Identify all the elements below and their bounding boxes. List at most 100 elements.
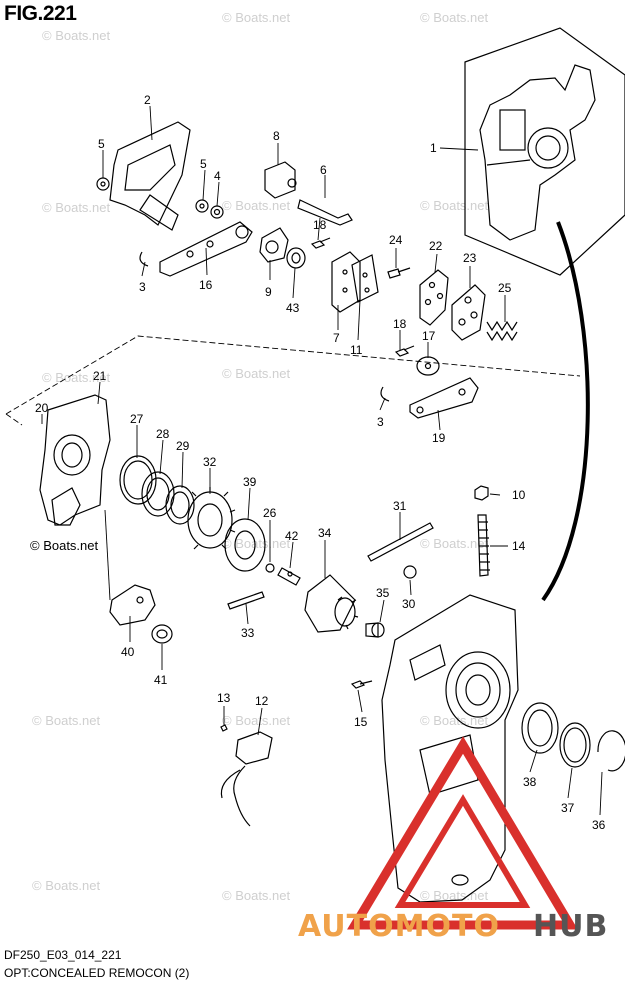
watermark: © Boats.net xyxy=(222,536,291,551)
watermark: © Boats.net xyxy=(222,713,291,728)
callout-25: 25 xyxy=(498,281,512,295)
part-22-23 xyxy=(419,269,486,341)
callout-39: 39 xyxy=(243,475,257,489)
callout-29: 29 xyxy=(176,439,190,453)
watermark: © Boats.net xyxy=(420,536,489,551)
part-7-11 xyxy=(331,251,379,313)
callouts xyxy=(41,105,603,816)
callout-3: 3 xyxy=(139,280,146,294)
figure-code: DF250_E03_014_221 xyxy=(4,948,122,962)
callout-20: 20 xyxy=(35,401,49,415)
callout-2: 2 xyxy=(144,93,151,107)
callout-40: 40 xyxy=(121,645,135,659)
watermark: © Boats.net xyxy=(420,10,489,25)
callout-38: 38 xyxy=(523,775,537,789)
part-33-pin xyxy=(227,591,265,610)
callout-4: 4 xyxy=(214,169,221,183)
callout-42: 42 xyxy=(285,529,299,543)
watermark-dark: © Boats.net xyxy=(30,538,99,553)
callout-labels: 1 2 3 3 4 5 5 6 7 8 9 10 11 12 13 14 15 … xyxy=(35,93,606,832)
part-21-bracket xyxy=(39,394,111,526)
callout-34: 34 xyxy=(318,526,332,540)
watermark: © Boats.net xyxy=(222,366,291,381)
callout-6: 6 xyxy=(320,163,327,177)
watermark: © Boats.net xyxy=(42,200,111,215)
part-30-ball xyxy=(403,565,417,579)
figure-description: OPT:CONCEALED REMOCON (2) xyxy=(4,966,190,980)
watermark: © Boats.net xyxy=(420,713,489,728)
brand-logo xyxy=(347,736,578,930)
watermark: © Boats.net xyxy=(32,713,101,728)
part-10-14 xyxy=(474,485,490,577)
callout-11: 11 xyxy=(350,343,363,357)
part-25-spring xyxy=(486,320,518,342)
part-40-41 xyxy=(109,584,173,644)
callout-21: 21 xyxy=(93,369,107,383)
plane-outline xyxy=(5,335,581,426)
triangle-logo-icon xyxy=(347,736,578,930)
part-31-rod xyxy=(367,522,434,562)
callout-31: 31 xyxy=(393,499,407,513)
part-26-42 xyxy=(265,563,301,586)
part-19-link xyxy=(409,377,479,419)
watermark: © Boats.net xyxy=(42,28,111,43)
part-9-43 xyxy=(259,227,306,269)
part-17 xyxy=(416,356,440,376)
part-39-plate xyxy=(224,518,266,572)
callout-22: 22 xyxy=(429,239,443,253)
callout-43: 43 xyxy=(286,301,300,315)
callout-1: 1 xyxy=(430,141,437,155)
callout-8: 8 xyxy=(273,129,280,143)
watermark-layer: © Boats.net © Boats.net © Boats.net © Bo… xyxy=(32,10,489,903)
brand-part1: AUTOMOTO xyxy=(298,909,500,944)
part-2-plate xyxy=(109,121,191,231)
watermark: © Boats.net xyxy=(420,198,489,213)
part-18-bolts xyxy=(310,237,415,357)
watermark: © Boats.net xyxy=(222,888,291,903)
watermark: © Boats.net xyxy=(222,10,291,25)
callout-23: 23 xyxy=(463,251,477,265)
callout-9: 9 xyxy=(265,285,272,299)
callout-41: 41 xyxy=(154,673,168,687)
callout-10: 10 xyxy=(512,488,526,502)
callout-24: 24 xyxy=(389,233,403,247)
callout-27: 27 xyxy=(130,412,144,426)
callout-30: 30 xyxy=(402,597,416,611)
callout-14: 14 xyxy=(512,539,526,553)
brand-part2: HUB xyxy=(533,909,608,944)
callout-5: 5 xyxy=(98,137,105,151)
part-34-drum xyxy=(304,574,359,633)
watermark: © Boats.net xyxy=(42,370,111,385)
callout-18: 18 xyxy=(313,218,327,232)
watermark: © Boats.net xyxy=(32,878,101,893)
callout-26: 26 xyxy=(263,506,277,520)
ring-stack xyxy=(119,455,195,525)
callout-15: 15 xyxy=(354,715,368,729)
part-12-13 xyxy=(220,724,273,827)
main-housing xyxy=(381,594,519,903)
part-16-lever xyxy=(159,221,253,277)
part-35 xyxy=(365,622,385,638)
watermark: © Boats.net xyxy=(420,888,489,903)
figure-title: FIG.221 xyxy=(4,2,77,25)
callout-28: 28 xyxy=(156,427,170,441)
callout-36: 36 xyxy=(592,818,606,832)
callout-12: 12 xyxy=(255,694,269,708)
callout-13: 13 xyxy=(217,691,231,705)
part-15 xyxy=(350,680,373,689)
right-rings xyxy=(521,702,625,772)
callout-19: 19 xyxy=(432,431,446,445)
callout-37: 37 xyxy=(561,801,575,815)
callout-17: 17 xyxy=(422,329,436,343)
callout-7: 7 xyxy=(333,331,340,345)
callout-33: 33 xyxy=(241,626,255,640)
callout-32: 32 xyxy=(203,455,217,469)
watermark: © Boats.net xyxy=(222,198,291,213)
callout-16: 16 xyxy=(199,278,213,292)
callout-5: 5 xyxy=(200,157,207,171)
part-24 xyxy=(387,267,411,279)
callout-3: 3 xyxy=(377,415,384,429)
leader-arc xyxy=(541,221,590,602)
callout-35: 35 xyxy=(376,586,390,600)
